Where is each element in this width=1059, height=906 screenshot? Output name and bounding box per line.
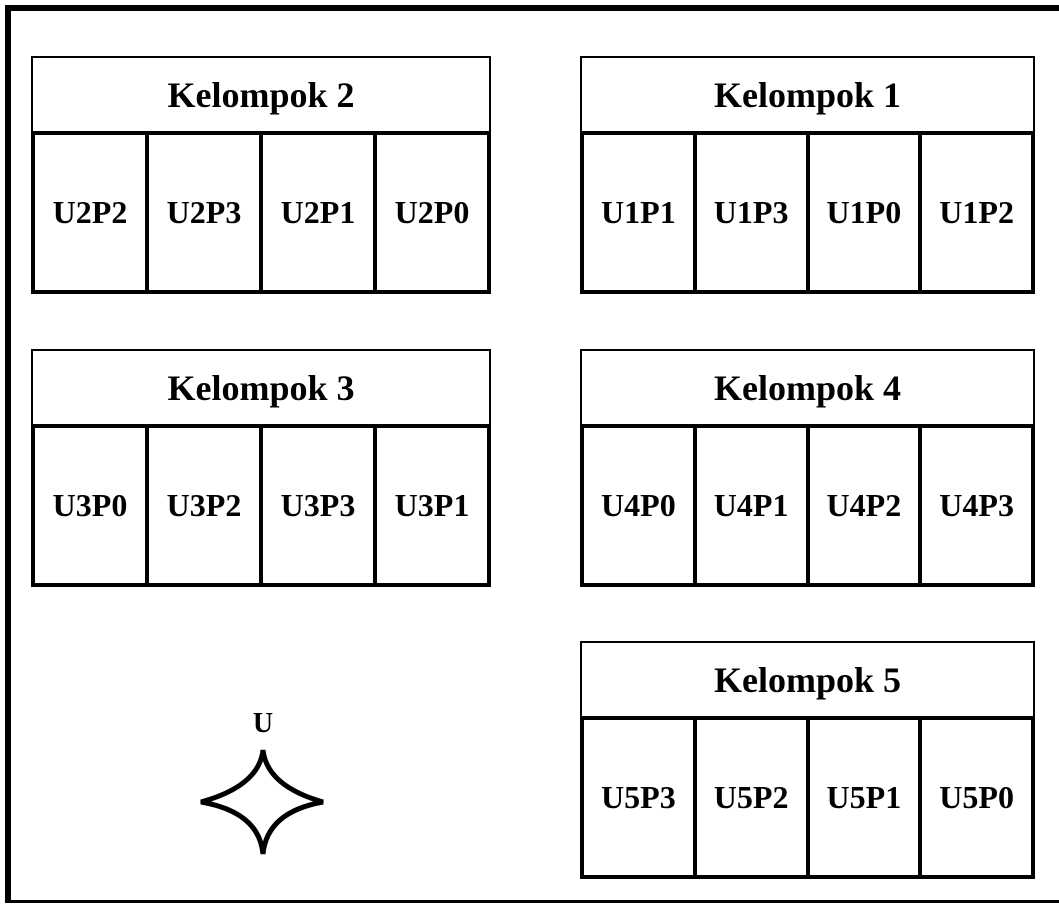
plot-cell: U4P0 <box>584 428 697 583</box>
plot-cell: U4P1 <box>697 428 810 583</box>
plot-cell: U5P3 <box>584 720 697 875</box>
group-kelompok-5: Kelompok 5 U5P3 U5P2 U5P1 U5P0 <box>580 641 1035 879</box>
group-kelompok-4: Kelompok 4 U4P0 U4P1 U4P2 U4P3 <box>580 349 1035 587</box>
group-title: Kelompok 2 <box>31 56 491 131</box>
plot-row: U2P2 U2P3 U2P1 U2P0 <box>31 131 491 294</box>
group-kelompok-1: Kelompok 1 U1P1 U1P3 U1P0 U1P2 <box>580 56 1035 294</box>
group-title: Kelompok 4 <box>580 349 1035 424</box>
north-label: U <box>252 708 274 739</box>
plot-cell: U3P0 <box>35 428 149 583</box>
plot-row: U3P0 U3P2 U3P3 U3P1 <box>31 424 491 587</box>
plot-row: U4P0 U4P1 U4P2 U4P3 <box>580 424 1035 587</box>
plot-cell: U1P3 <box>697 135 810 290</box>
plot-cell: U4P3 <box>939 487 1014 523</box>
plot-cell: U2P2 <box>35 135 149 290</box>
plot-cell: U4P2 <box>810 428 923 583</box>
plot-row: U1P1 U1P3 U1P0 U1P2 <box>580 131 1035 294</box>
group-title: Kelompok 3 <box>31 349 491 424</box>
plot-row: U5P3 U5P2 U5P1 U5P0 <box>580 716 1035 879</box>
plot-cell: U1P1 <box>584 135 697 290</box>
field-layout-frame <box>5 5 1059 903</box>
plot-cell: U3P2 <box>149 428 263 583</box>
plot-cell: U3P3 <box>263 428 377 583</box>
plot-cell: U5P1 <box>810 720 923 875</box>
plot-cell: U1P2 <box>939 194 1014 230</box>
compass-star-icon <box>200 749 324 855</box>
plot-cell: U2P1 <box>263 135 377 290</box>
plot-cell: U3P1 <box>394 487 470 523</box>
plot-cell: U2P3 <box>149 135 263 290</box>
plot-cell: U5P0 <box>939 779 1014 815</box>
plot-cell: U5P2 <box>697 720 810 875</box>
group-title: Kelompok 5 <box>580 641 1035 716</box>
north-compass: U <box>195 708 331 858</box>
group-kelompok-2: Kelompok 2 U2P2 U2P3 U2P1 U2P0 <box>31 56 491 294</box>
group-title: Kelompok 1 <box>580 56 1035 131</box>
plot-cell: U2P0 <box>394 194 470 230</box>
plot-cell: U1P0 <box>810 135 923 290</box>
group-kelompok-3: Kelompok 3 U3P0 U3P2 U3P3 U3P1 <box>31 349 491 587</box>
